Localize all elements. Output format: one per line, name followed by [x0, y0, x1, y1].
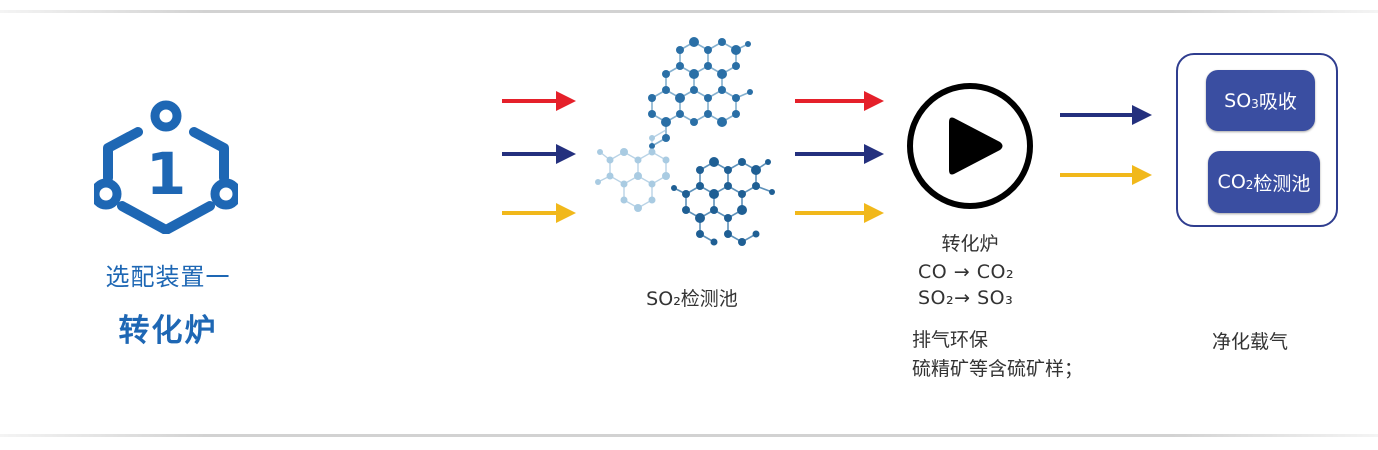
arrow-yellow-1 [502, 203, 576, 223]
option-title: 转化炉 [118, 313, 218, 349]
option-label: 选配装置一 [105, 263, 231, 291]
so2-cell-caption: SO₂检测池 [646, 288, 738, 310]
arrow-yellow-3 [1060, 165, 1152, 185]
reaction-so2: SO₂→ SO₃ [918, 287, 1014, 309]
arrow-navy-1 [502, 144, 576, 164]
furnace-caption: 转化炉 [941, 233, 999, 255]
hexagon-node-badge-icon: 1 [94, 100, 238, 234]
so3-formula: SO [1224, 89, 1252, 112]
arrow-yellow-2 [795, 203, 884, 223]
co2-text: 检测池 [1253, 172, 1311, 195]
arrow-navy-3 [1060, 105, 1152, 125]
co2-subscript: 2 [1245, 178, 1254, 192]
arrow-red-1 [502, 91, 576, 111]
co2-formula: CO [1217, 171, 1246, 193]
clean-gas-caption: 净化载气 [1212, 331, 1289, 353]
note-title: 排气环保 [912, 329, 989, 351]
reaction-co: CO → CO₂ [918, 261, 1015, 283]
play-icon [907, 83, 1033, 209]
so3-subscript: 3 [1251, 96, 1259, 111]
bottom-divider [0, 434, 1378, 437]
note-text: 硫精矿等含硫矿样； [912, 358, 1084, 380]
badge-number: 1 [146, 140, 186, 208]
so3-text: 吸收 [1258, 91, 1297, 113]
arrow-navy-2 [795, 144, 884, 164]
arrow-red-2 [795, 91, 884, 111]
molecule-image [595, 37, 775, 246]
top-divider [0, 10, 1378, 13]
